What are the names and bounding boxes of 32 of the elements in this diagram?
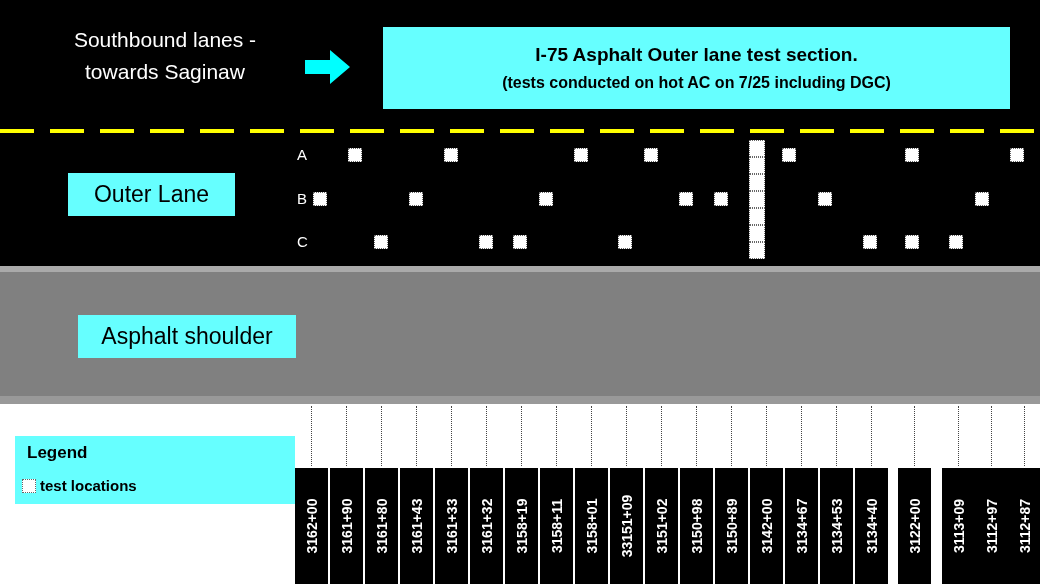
station-label: 3134+40 xyxy=(863,498,880,554)
title-box xyxy=(383,27,1010,109)
station-label: 3113+09 xyxy=(950,498,967,554)
station-label: 3150+89 xyxy=(723,498,740,554)
station-label: 3112+87 xyxy=(1016,498,1033,554)
direction-text: Southbound lanes - towards Saginaw xyxy=(72,27,258,85)
legend-title: Legend xyxy=(27,443,88,463)
subheading-text: (tests conducted on hot AC on 7/25 including DGC) xyxy=(502,74,891,92)
station-label: 3161+33 xyxy=(443,498,460,554)
station-label: 3122+00 xyxy=(906,498,923,554)
station-label: 3161+32 xyxy=(478,498,495,554)
station-label: 3151+02 xyxy=(653,498,670,554)
station-label: 3158+11 xyxy=(548,498,565,554)
row-label: C xyxy=(297,233,308,250)
station-label: 3161+90 xyxy=(338,498,355,554)
station-label: 3134+67 xyxy=(793,498,810,554)
legend-text: test locations xyxy=(40,477,137,494)
station-label: 3162+00 xyxy=(303,498,320,554)
station-label: 3161+80 xyxy=(373,498,390,554)
station-label: 3142+00 xyxy=(758,498,775,554)
station-label: 3150+98 xyxy=(688,498,705,554)
station-label: 3158+19 xyxy=(513,498,530,554)
row-label: A xyxy=(297,146,307,163)
heading-text: I-75 Asphalt Outer lane test section. xyxy=(535,44,858,66)
row-label: B xyxy=(297,190,307,207)
station-label: 3112+97 xyxy=(983,498,1000,554)
lane-label-box: Outer Lane xyxy=(68,173,235,216)
station-label: 3158+01 xyxy=(583,498,600,554)
station-label: 3161+43 xyxy=(408,498,425,554)
station-label: 3134+53 xyxy=(828,498,845,554)
station-label: 33151+09 xyxy=(618,494,635,558)
shoulder-label-box: Asphalt shoulder xyxy=(78,315,296,358)
